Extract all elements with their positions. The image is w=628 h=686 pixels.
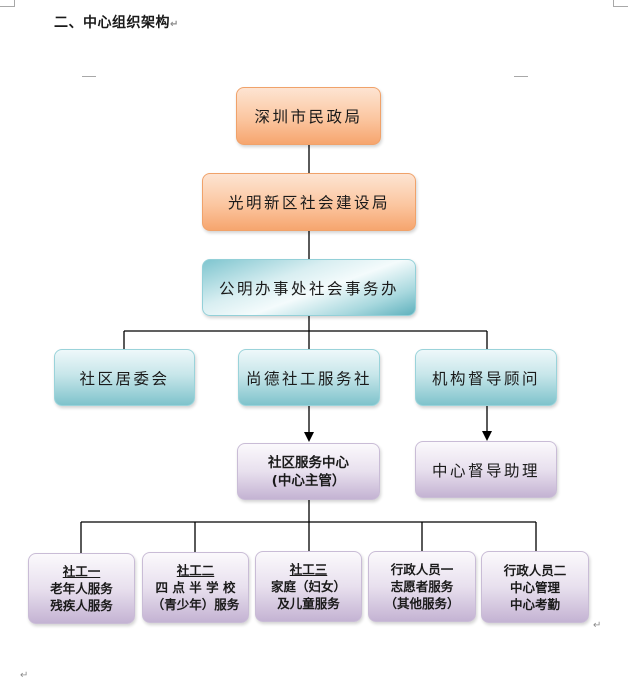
node-label-line2: 家庭（妇女） [270,579,346,594]
node-social-worker-3: 社工三 家庭（妇女） 及儿童服务 [255,551,362,622]
node-label-line2: 四 点 半 学 校 [155,580,236,595]
node-label-line3: （青少年）服务 [151,597,240,612]
section-heading: 二、中心组织架构↵ [54,12,179,32]
node-admin-staff-1: 行政人员一 志愿者服务 （其他服务） [368,551,476,622]
paragraph-mark-icon: ↵ [170,19,179,30]
page-corner-mark [514,76,528,83]
paragraph-mark-icon: ↵ [20,670,29,681]
node-label-line1: 社工三 [289,562,328,577]
node-label: 社区居委会 [79,369,170,388]
node-shangde-social-work-agency: 尚德社工服务社 [238,349,380,406]
node-label: 机构督导顾问 [431,369,540,388]
node-label-line1: 行政人员二 [503,562,567,578]
node-gongming-social-affairs-office: 公明办事处社会事务办 [202,259,416,316]
node-label: 光明新区社会建设局 [227,194,390,212]
node-guangming-social-construction-bureau: 光明新区社会建设局 [202,173,416,231]
node-label-line3: （其他服务） [384,596,460,611]
node-label: 深圳市民政局 [254,108,363,126]
node-community-service-center: 社区服务中心 (中心主管） [237,443,380,500]
node-community-residents-committee: 社区居委会 [54,349,195,406]
node-label-line3: 残疾人服务 [50,598,113,613]
page-corner-mark [0,0,15,7]
node-admin-staff-2: 行政人员二 中心管理 中心考勤 [481,551,589,623]
page-corner-mark [613,0,628,7]
node-supervision-consultant: 机构督导顾问 [415,349,557,406]
node-shenzhen-civil-affairs-bureau: 深圳市民政局 [236,87,381,145]
page-corner-mark [82,76,96,83]
node-label-line3: 及儿童服务 [277,596,340,611]
node-label-line2: (中心主管） [271,472,346,489]
node-social-worker-2: 社工二 四 点 半 学 校 （青少年）服务 [142,552,249,623]
node-label-line1: 行政人员一 [390,562,454,577]
node-label: 尚德社工服务社 [245,369,372,388]
node-supervision-assistant: 中心督导助理 [415,441,557,498]
node-label-line1: 社区服务中心 [268,454,349,471]
node-social-worker-1: 社工一 老年人服务 残疾人服务 [28,553,135,624]
node-label-line1: 社工二 [176,563,215,578]
node-label: 公明办事处社会事务办 [218,279,399,298]
node-label: 中心督导助理 [431,461,540,480]
heading-text: 二、中心组织架构 [54,15,170,31]
node-label-line2: 中心管理 [509,579,560,595]
node-label-line1: 社工一 [62,564,101,579]
node-label-line3: 中心考勤 [509,596,560,612]
node-label-line2: 志愿者服务 [390,579,454,594]
paragraph-mark-icon: ↵ [593,620,602,631]
node-label-line2: 老年人服务 [50,581,113,596]
